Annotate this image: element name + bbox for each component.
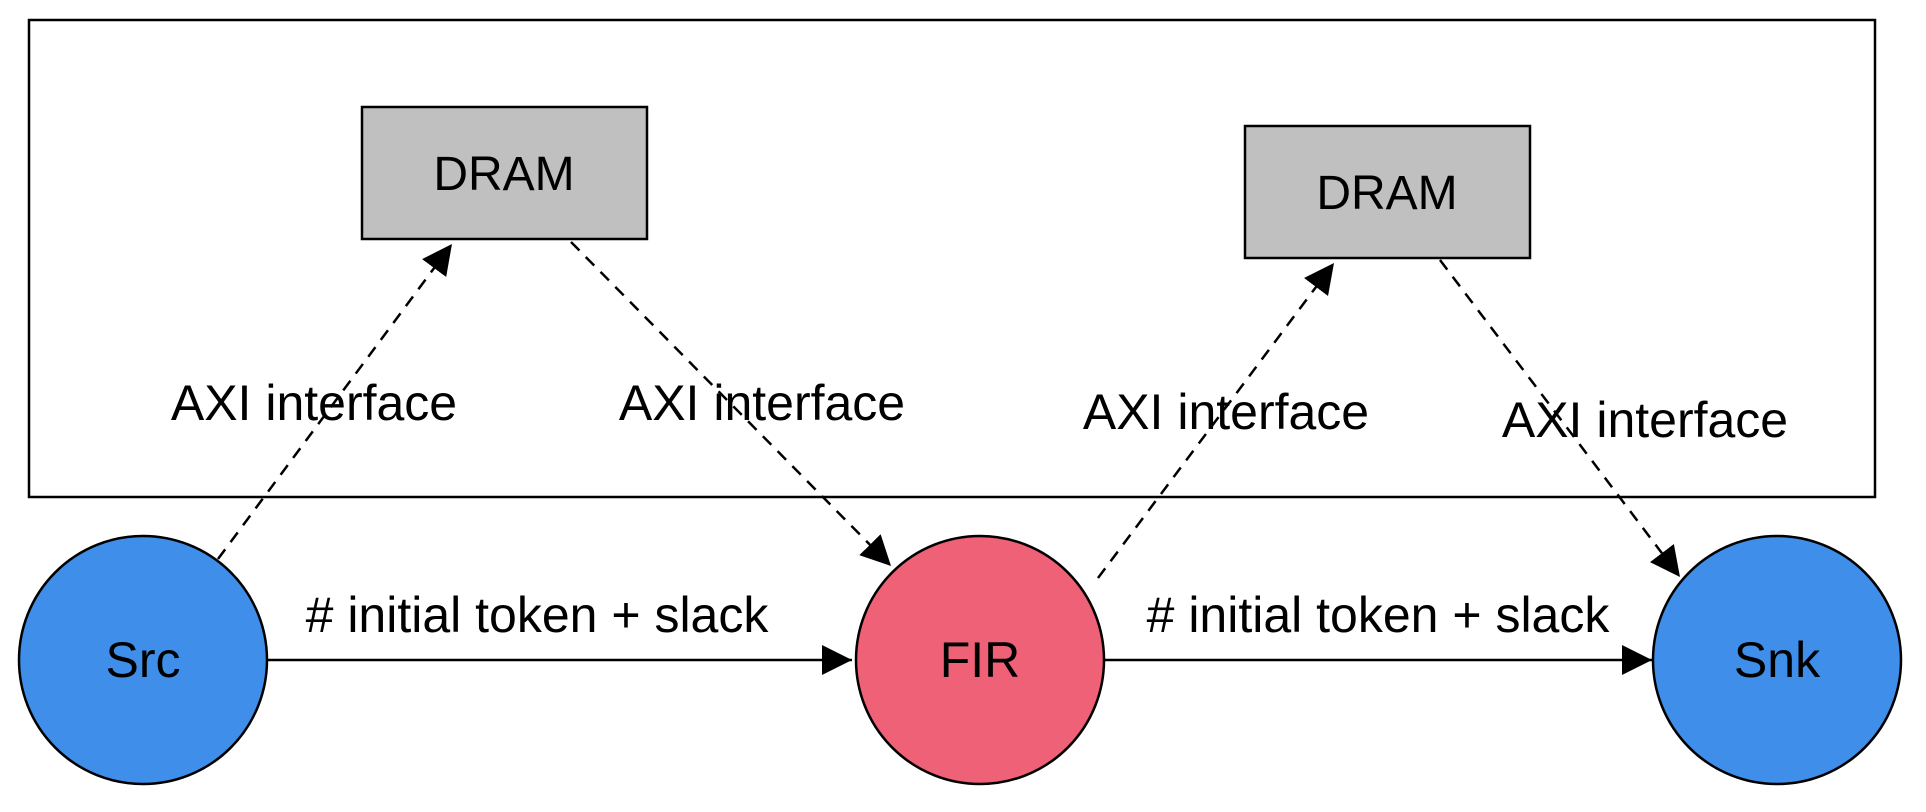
axi-label-src-to-dram-left: AXI interface [171, 375, 457, 431]
axi-edge-dram-right-to-snk [1439, 259, 1681, 578]
axi-edge-src-to-dram-left [216, 243, 454, 560]
axi-label-dram-right-to-snk: AXI interface [1502, 392, 1788, 448]
axi-label-fir-to-dram-right: AXI interface [1083, 384, 1369, 440]
src-node-label: Src [106, 632, 181, 688]
axi-edge-fir-to-dram-right [1096, 262, 1336, 579]
fir-node-label: FIR [940, 632, 1021, 688]
memory-region-box [27, 18, 1877, 499]
dram-right-box [1243, 124, 1532, 260]
axi-label-dram-left-to-fir: AXI interface [619, 375, 905, 431]
axi-edge-dram-left-to-fir [570, 241, 892, 567]
token-label-fir-to-snk: # initial token + slack [1147, 587, 1611, 643]
fir-node [854, 534, 1106, 786]
src-node [17, 534, 269, 786]
dram-right-label: DRAM [1316, 167, 1457, 220]
snk-node-label: Snk [1734, 632, 1821, 688]
dram-left-label: DRAM [433, 148, 574, 201]
token-label-src-to-fir: # initial token + slack [306, 587, 770, 643]
snk-node [1651, 534, 1903, 786]
dram-left-box [360, 105, 649, 241]
